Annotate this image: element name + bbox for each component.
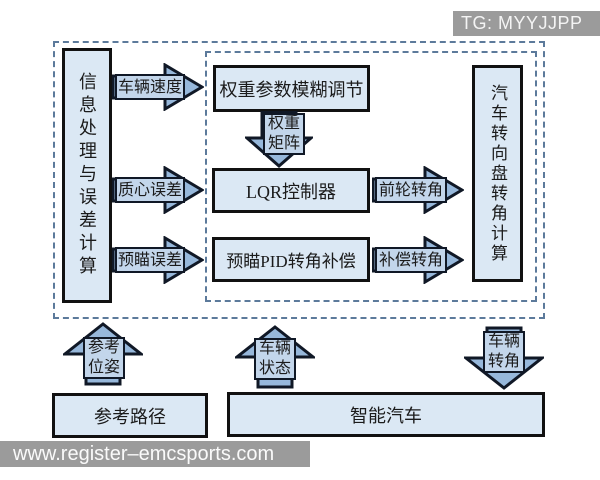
- block-reference-path-label: 参考路径: [94, 406, 166, 427]
- reference-pose-label: 参考位姿: [83, 337, 125, 379]
- block-info-processing-label: 信息处理与误差计算: [77, 72, 97, 279]
- block-preview-pid-compensation: 预瞄PID转角补偿: [212, 237, 370, 282]
- block-preview-pid-compensation-label: 预瞄PID转角补偿: [226, 252, 356, 271]
- block-lqr-controller: LQR控制器: [212, 168, 370, 213]
- inner-dashed-frame: [205, 51, 537, 302]
- front-wheel-angle-label: 前轮转角: [375, 177, 447, 203]
- block-info-processing: 信息处理与误差计算: [62, 48, 112, 303]
- block-steering-angle-calc-label: 汽车转向盘转角计算: [488, 83, 507, 264]
- block-fuzzy-weight-adjust-label: 权重参数模糊调节: [219, 79, 364, 100]
- vehicle-speed-label: 车辆速度: [115, 74, 185, 100]
- outer-dashed-frame: [53, 41, 545, 319]
- block-steering-angle-calc: 汽车转向盘转角计算: [472, 65, 523, 282]
- vehicle-angle-label: 车辆转角: [483, 331, 525, 373]
- block-lqr-controller-label: LQR控制器: [246, 181, 336, 202]
- block-reference-path: 参考路径: [52, 393, 208, 438]
- tg-badge: TG: MYYJJPP: [453, 11, 600, 36]
- centroid-error-label: 质心误差: [115, 177, 185, 203]
- watermark-bar: www.register–emcsports.com: [0, 441, 310, 467]
- vehicle-state-label: 车辆状态: [254, 338, 296, 380]
- weight-matrix-label: 权重矩阵: [263, 113, 305, 155]
- preview-error-label: 预瞄误差: [115, 247, 185, 273]
- block-fuzzy-weight-adjust: 权重参数模糊调节: [213, 65, 370, 112]
- block-smart-vehicle: 智能汽车: [227, 392, 545, 437]
- compensation-angle-label: 补偿转角: [375, 247, 447, 273]
- block-smart-vehicle-label: 智能汽车: [350, 405, 422, 426]
